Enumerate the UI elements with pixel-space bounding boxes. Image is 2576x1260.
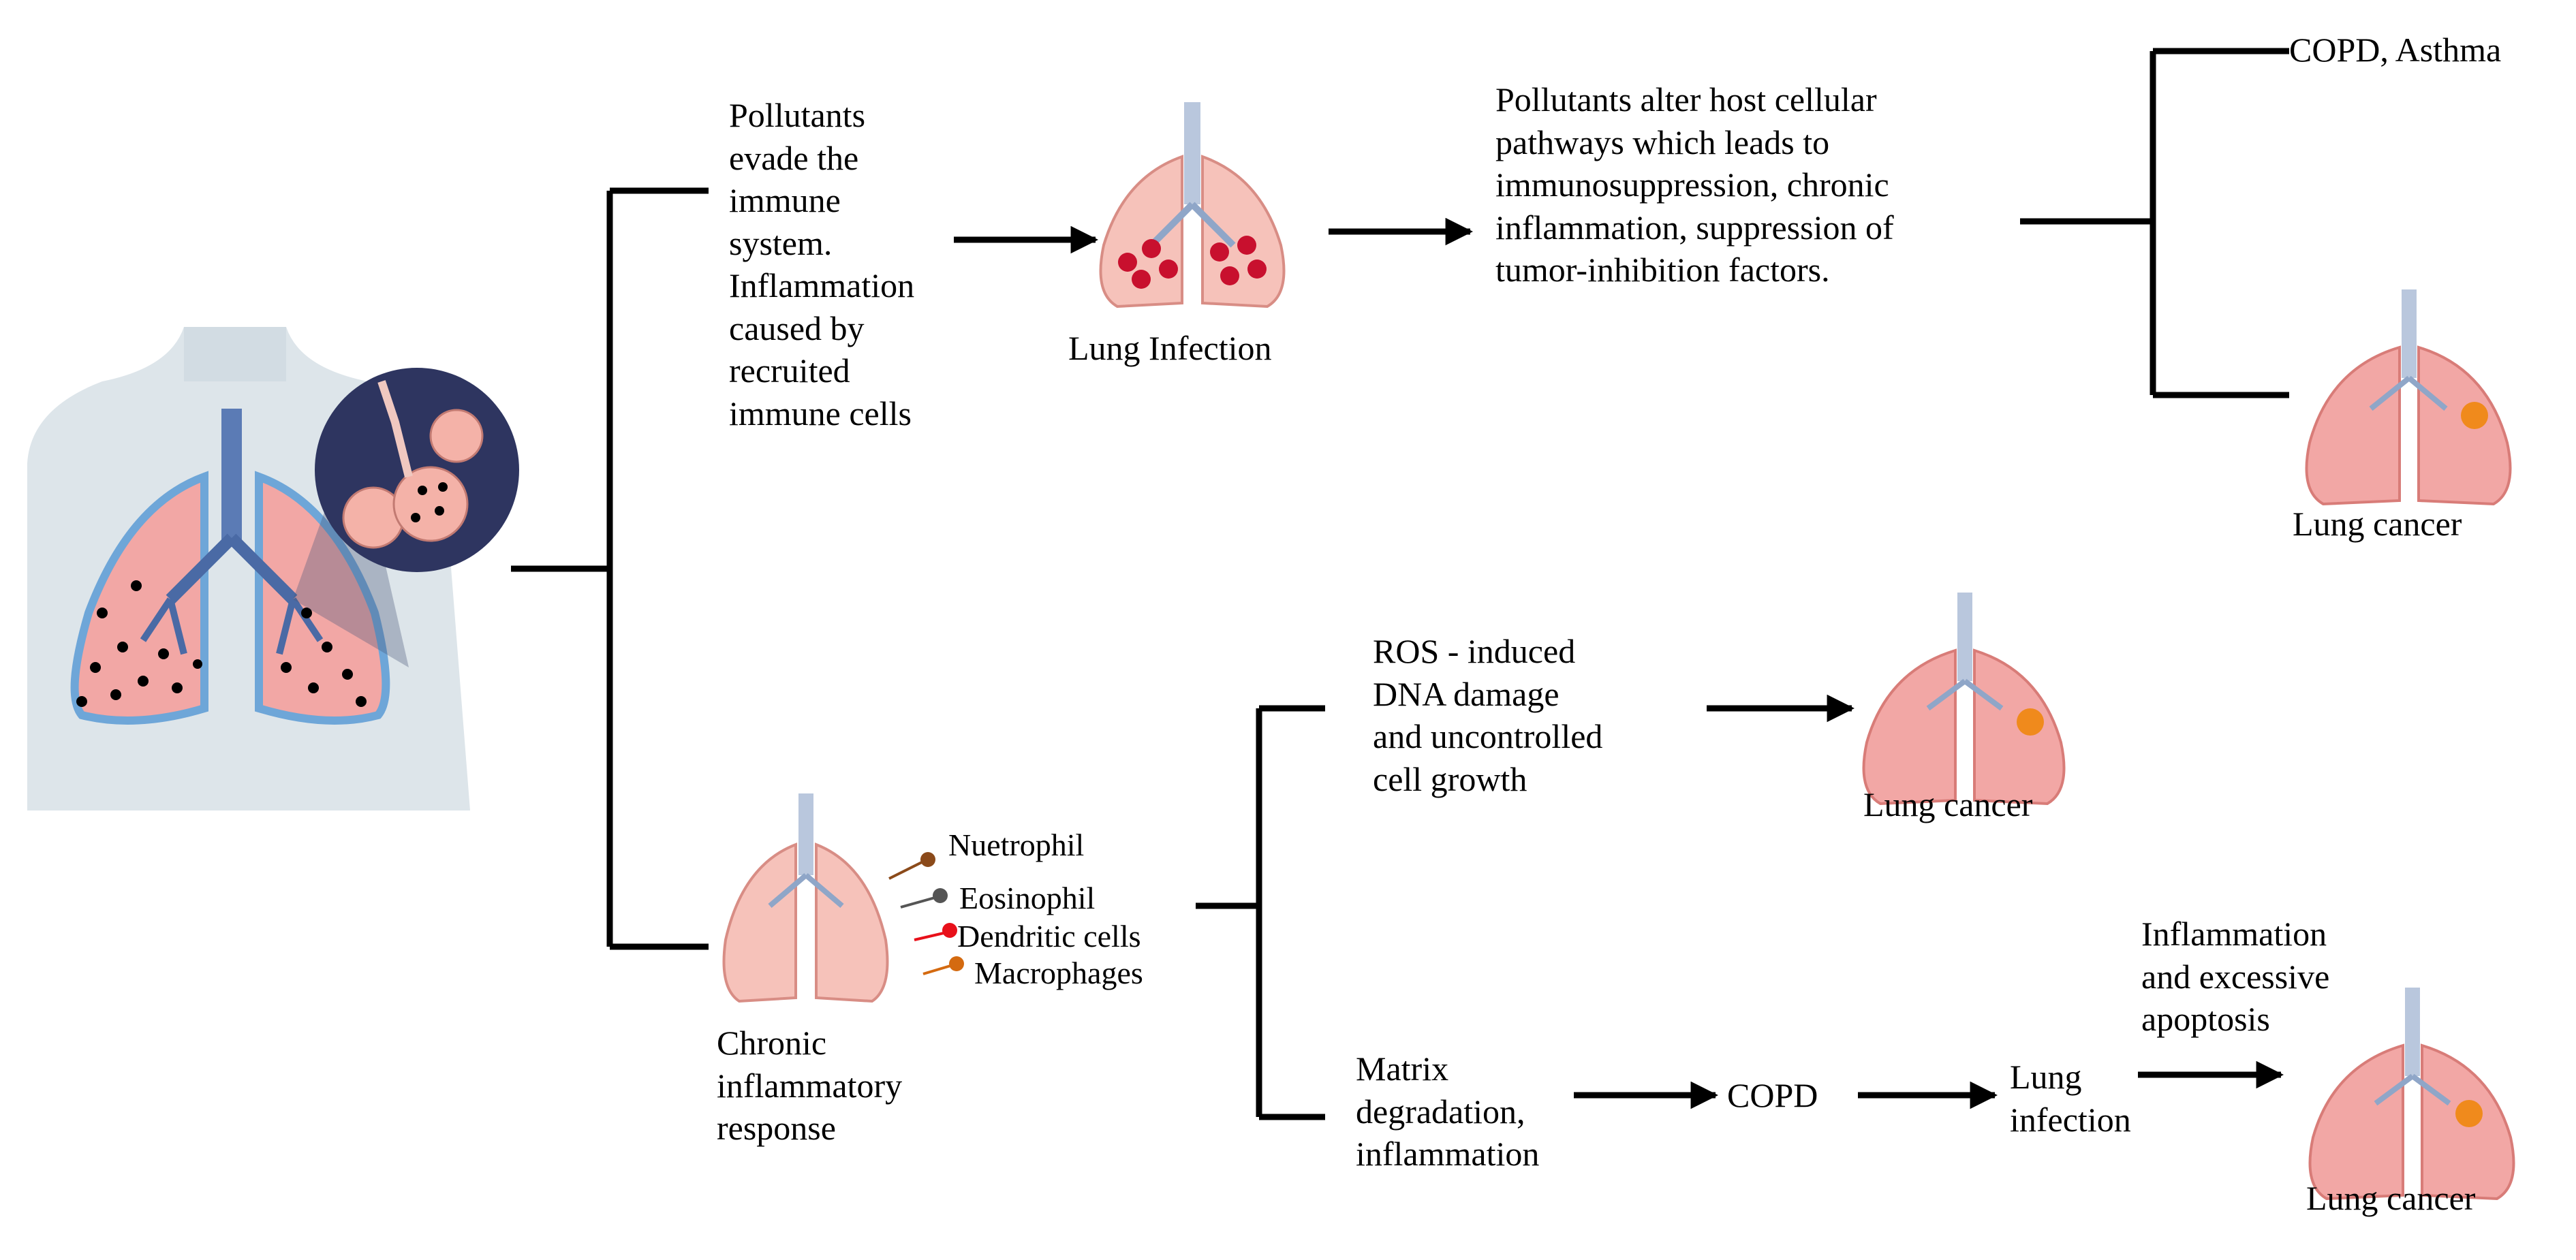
copd-label: COPD: [1727, 1076, 1818, 1114]
chronic-line: Chronic: [717, 1024, 827, 1062]
alter-line: immunosuppression, chronic: [1495, 166, 1889, 204]
matrix-line: degradation,: [1356, 1092, 1525, 1131]
chronic-line: inflammatory: [717, 1066, 903, 1105]
alter-line: Pollutants alter host cellular: [1495, 80, 1877, 119]
lung-cancer-label-final: Lung cancer: [2306, 1179, 2476, 1217]
lung-infection-bottom-text: Lung infection: [2010, 1056, 2131, 1141]
bottom-pathway-branch: [1196, 705, 1325, 1120]
evade-line: evade the: [729, 138, 859, 177]
apoptosis-text: Inflammation and excessive apoptosis: [2141, 913, 2329, 1041]
host-pathways-text: Pollutants alter host cellular pathways …: [1495, 78, 1894, 292]
ros-line: ROS - induced: [1373, 632, 1576, 670]
lung-infection-illustration: [1099, 102, 1286, 309]
apoptosis-line: apoptosis: [2141, 1000, 2270, 1038]
immune-cell-markers: [888, 852, 964, 975]
alter-line: inflammation, suppression of: [1495, 208, 1894, 247]
immune-cell-dendritic: Dendritic cells: [957, 919, 1141, 954]
ros-line: and uncontrolled: [1373, 717, 1603, 755]
evade-line: recruited: [729, 351, 850, 390]
inflamed-lung-illustration: [722, 793, 889, 1003]
main-branch-connector: [511, 187, 709, 950]
top-outcome-branch: [2020, 48, 2289, 398]
immune-cell-macrophage: Macrophages: [974, 956, 1143, 990]
evade-line: immune: [729, 181, 841, 219]
lung-cancer-illustration-final: [2308, 988, 2515, 1201]
evade-line: immune cells: [729, 394, 912, 432]
copd-asthma-label: COPD, Asthma: [2289, 31, 2502, 69]
immune-cell-neutrophil: Nuetrophil: [948, 828, 1085, 862]
immune-cell-eosinophil: Eosinophil: [959, 881, 1096, 915]
evade-line: Pollutants: [729, 96, 866, 134]
evade-line: system.: [729, 223, 833, 262]
apoptosis-line: and excessive: [2141, 957, 2330, 996]
lung-infection-line: infection: [2010, 1100, 2131, 1139]
ros-line: DNA damage: [1373, 674, 1559, 713]
lung-cancer-label-ros: Lung cancer: [1863, 785, 2033, 823]
lung-infection-line: Lung: [2010, 1058, 2082, 1096]
apoptosis-line: Inflammation: [2141, 915, 2327, 953]
matrix-degradation-text: Matrix degradation, inflammation: [1356, 1048, 1539, 1176]
ros-line: cell growth: [1373, 759, 1527, 798]
evade-immune-text: Pollutants evade the immune system. Infl…: [729, 94, 914, 435]
lung-infection-label: Lung Infection: [1068, 329, 1272, 367]
ros-damage-text: ROS - induced DNA damage and uncontrolle…: [1373, 630, 1602, 800]
lung-cancer-illustration-ros: [1862, 593, 2066, 806]
alter-line: tumor-inhibition factors.: [1495, 251, 1830, 289]
chronic-line: response: [717, 1109, 836, 1147]
chronic-inflammation-text: Chronic inflammatory response: [717, 1022, 902, 1150]
lung-cancer-label-top: Lung cancer: [2293, 505, 2462, 543]
human-body-illustration: [27, 327, 519, 810]
lung-cancer-illustration-top: [2305, 289, 2512, 506]
evade-line: Inflammation: [729, 266, 915, 304]
alter-line: pathways which leads to: [1495, 123, 1830, 161]
matrix-line: inflammation: [1356, 1135, 1540, 1173]
evade-line: caused by: [729, 309, 865, 347]
matrix-line: Matrix: [1356, 1050, 1449, 1088]
